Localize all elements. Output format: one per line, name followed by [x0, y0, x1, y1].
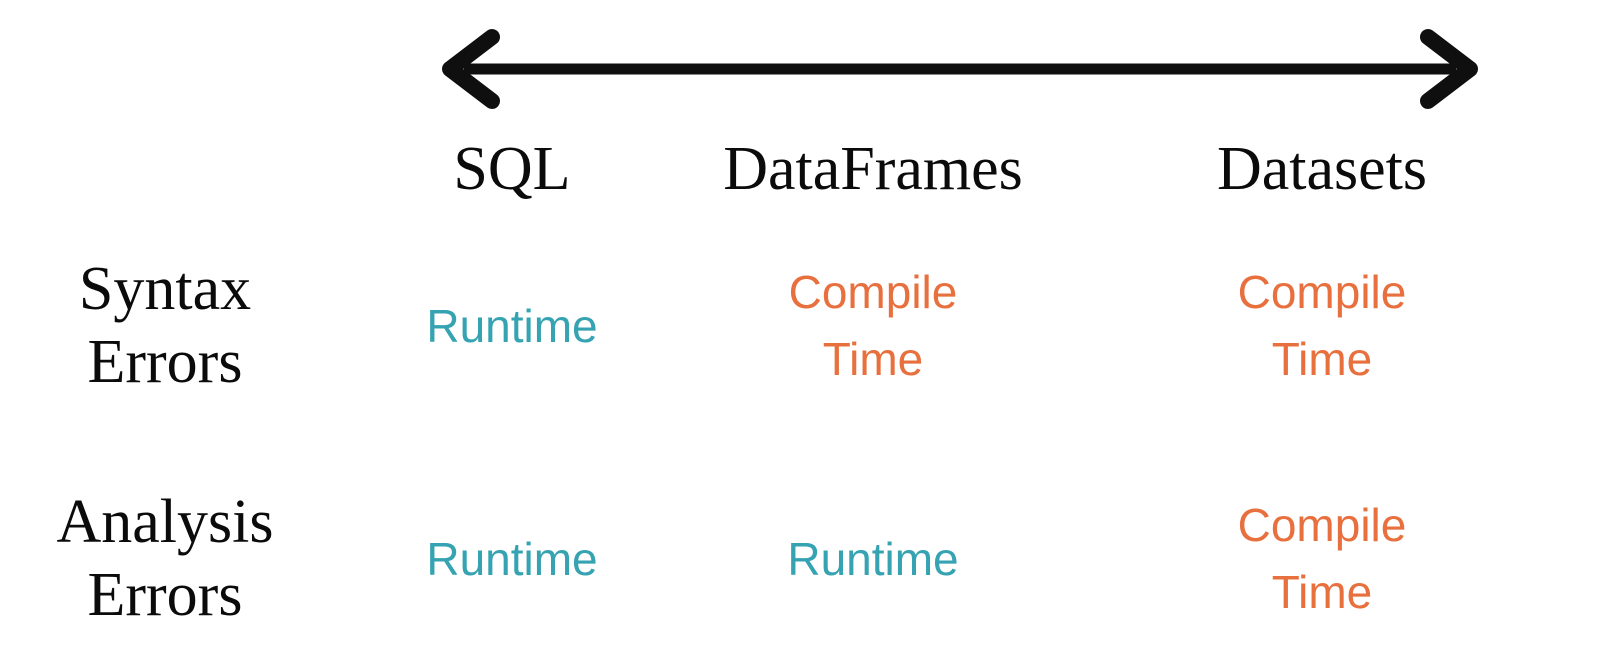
column-header-dataframes: DataFrames [723, 134, 1023, 203]
cell-syntax-dataframes: Compile Time [673, 242, 1073, 410]
cell-syntax-datasets: Compile Time [1122, 242, 1522, 410]
cell-line: Compile [788, 266, 958, 319]
row-header-syntax-errors: Syntax Errors [5, 242, 325, 410]
row-header-line: Errors [87, 328, 243, 396]
cell-line: Compile [1237, 499, 1407, 552]
cell-syntax-sql: Runtime [342, 242, 682, 410]
cell-line: Time [1271, 333, 1373, 385]
column-header-datasets: Datasets [1216, 134, 1428, 203]
row-header-line: Errors [87, 561, 243, 629]
row-header-line: Syntax [78, 254, 252, 323]
cell-line: Runtime [426, 299, 598, 352]
cell-line: Time [1271, 566, 1373, 618]
cell-analysis-dataframes: Runtime [673, 475, 1073, 643]
row-header-analysis-errors: Analysis Errors [5, 475, 325, 643]
cell-line: Runtime [787, 532, 959, 585]
double-headed-arrow-icon [442, 29, 1478, 109]
cell-line: Compile [1237, 266, 1407, 319]
cell-line: Time [822, 333, 924, 385]
row-header-line: Analysis [56, 487, 274, 556]
cell-line: Runtime [426, 532, 598, 585]
column-header-sql: SQL [453, 134, 571, 203]
cell-analysis-sql: Runtime [342, 475, 682, 643]
cell-analysis-datasets: Compile Time [1122, 475, 1522, 643]
